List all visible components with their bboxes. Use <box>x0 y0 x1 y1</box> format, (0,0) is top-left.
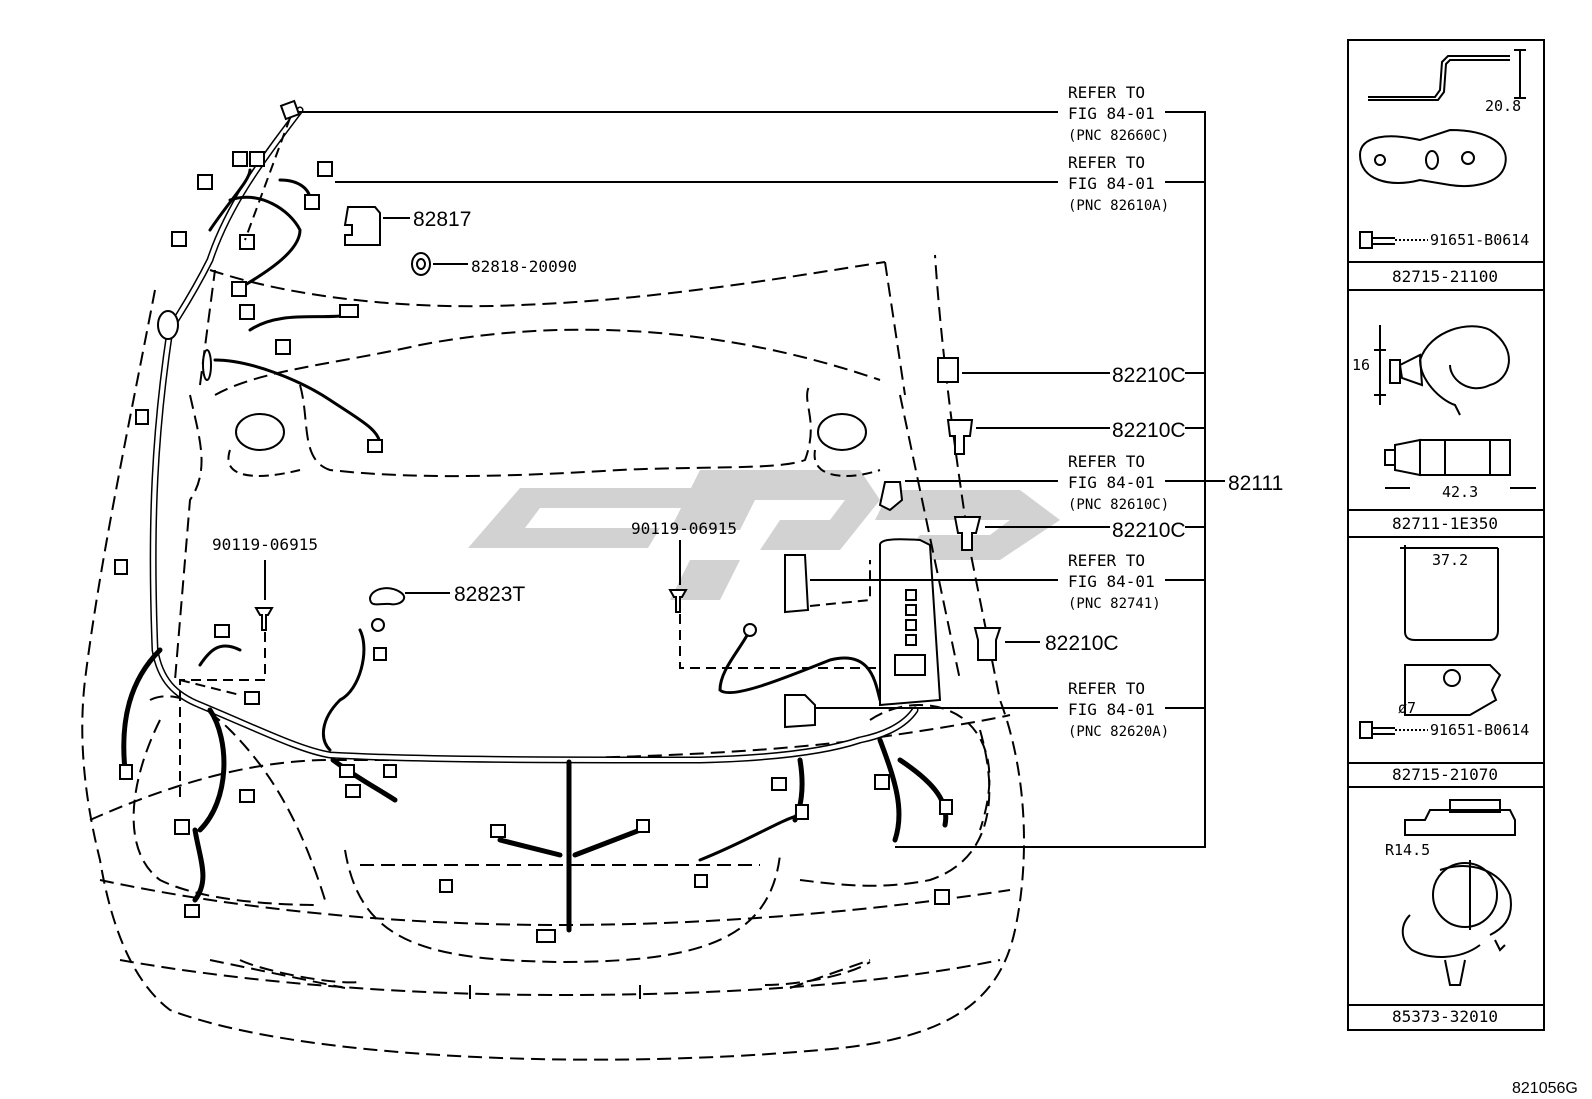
car-body-outline <box>81 254 1025 1061</box>
clamp-32010-drawing <box>1401 799 1516 986</box>
svg-text:FIG 84-01: FIG 84-01 <box>1068 473 1155 492</box>
part-icons <box>254 206 1002 729</box>
svg-text:91651-B0614: 91651-B0614 <box>1430 721 1529 739</box>
svg-text:FIG 84-01: FIG 84-01 <box>1068 572 1155 591</box>
panel-3-labels: 37.2 ø7 91651-B0614 82715-21070 <box>1392 551 1529 784</box>
callout-82210c-1: 82210C <box>1112 364 1186 387</box>
callout-82111: 82111 <box>1228 472 1283 495</box>
panel-1-labels: 20.8 91651-B0614 82715-21100 <box>1392 97 1529 286</box>
callout-82210c-2: 82210C <box>1112 419 1186 442</box>
harness-connectors <box>114 99 953 943</box>
callout-82210c-3: 82210C <box>1112 519 1186 542</box>
callout-90119-center: 90119-06915 <box>631 519 737 538</box>
reference-4: REFER TO FIG 84-01 (PNC 82741) <box>1068 551 1161 612</box>
bracket-82610c-icon <box>878 481 904 512</box>
svg-text:FIG 84-01: FIG 84-01 <box>1068 174 1155 193</box>
part-82711-1e350: 82711-1E350 <box>1392 514 1498 533</box>
svg-text:REFER TO: REFER TO <box>1068 679 1145 698</box>
svg-text:42.3: 42.3 <box>1442 483 1478 501</box>
svg-text:REFER TO: REFER TO <box>1068 83 1145 102</box>
diagram-id: 821056G <box>1512 1080 1578 1097</box>
svg-text:FIG 84-01: FIG 84-01 <box>1068 700 1155 719</box>
strut-towers <box>227 413 881 477</box>
panel-2-labels: 16 42.3 82711-1E350 <box>1352 356 1498 533</box>
grommet-82823t-icon <box>368 587 406 606</box>
svg-text:R14.5: R14.5 <box>1385 841 1430 859</box>
relay-block-82741-icon <box>784 554 810 614</box>
part-82715-21070: 82715-21070 <box>1392 765 1498 784</box>
svg-text:20.8: 20.8 <box>1485 97 1521 115</box>
svg-text:FIG 84-01: FIG 84-01 <box>1068 104 1155 123</box>
svg-text:37.2: 37.2 <box>1432 551 1468 569</box>
svg-text:(PNC 82620A): (PNC 82620A) <box>1068 724 1169 740</box>
dashed-leaders <box>179 117 880 800</box>
callout-82210c-4: 82210C <box>1045 632 1119 655</box>
labels: 82817 82818-20090 82210C 82210C 82111 82… <box>212 83 1578 1097</box>
bracket-21070-drawing <box>1359 545 1502 739</box>
bolt-left-icon <box>254 607 274 631</box>
reference-5: REFER TO FIG 84-01 (PNC 82620A) <box>1068 679 1169 740</box>
clip-82210c-2-icon <box>946 419 974 455</box>
panel-4-labels: R14.5 85373-32010 <box>1385 841 1498 1026</box>
bracket-21100-drawing <box>1358 49 1526 249</box>
part-85373-32010: 85373-32010 <box>1392 1007 1498 1026</box>
svg-text:REFER TO: REFER TO <box>1068 153 1145 172</box>
part-82817-icon <box>343 206 381 246</box>
reference-2: REFER TO FIG 84-01 (PNC 82610A) <box>1068 153 1169 214</box>
svg-text:(PNC 82660C): (PNC 82660C) <box>1068 128 1169 144</box>
clip-82210c-4-icon <box>973 627 1002 661</box>
svg-text:16: 16 <box>1352 356 1370 374</box>
svg-text:REFER TO: REFER TO <box>1068 452 1145 471</box>
svg-text:(PNC 82741): (PNC 82741) <box>1068 596 1161 612</box>
reference-3: REFER TO FIG 84-01 (PNC 82610C) <box>1068 452 1169 513</box>
clip-82210c-3-icon <box>953 516 982 551</box>
part-82715-21100: 82715-21100 <box>1392 267 1498 286</box>
relay-box <box>879 538 942 707</box>
svg-text:(PNC 82610A): (PNC 82610A) <box>1068 198 1169 214</box>
svg-text:(PNC 82610C): (PNC 82610C) <box>1068 497 1169 513</box>
wiring-harness <box>121 106 949 933</box>
detail-panel <box>1347 39 1545 1031</box>
callout-82818: 82818-20090 <box>471 257 577 276</box>
callout-90119-left: 90119-06915 <box>212 535 318 554</box>
leader-lines <box>264 111 1225 848</box>
bolt-center-icon <box>668 589 688 613</box>
bracket-82620a-icon <box>784 694 816 729</box>
svg-text:REFER TO: REFER TO <box>1068 551 1145 570</box>
svg-text:ø7: ø7 <box>1398 699 1416 717</box>
callout-82823t: 82823T <box>454 583 525 606</box>
reference-1: REFER TO FIG 84-01 (PNC 82660C) <box>1068 83 1169 144</box>
clip-1e350-drawing <box>1374 325 1536 489</box>
svg-text:91651-B0614: 91651-B0614 <box>1430 231 1529 249</box>
clip-82210c-1-icon <box>937 357 959 383</box>
callout-82817: 82817 <box>413 208 471 231</box>
